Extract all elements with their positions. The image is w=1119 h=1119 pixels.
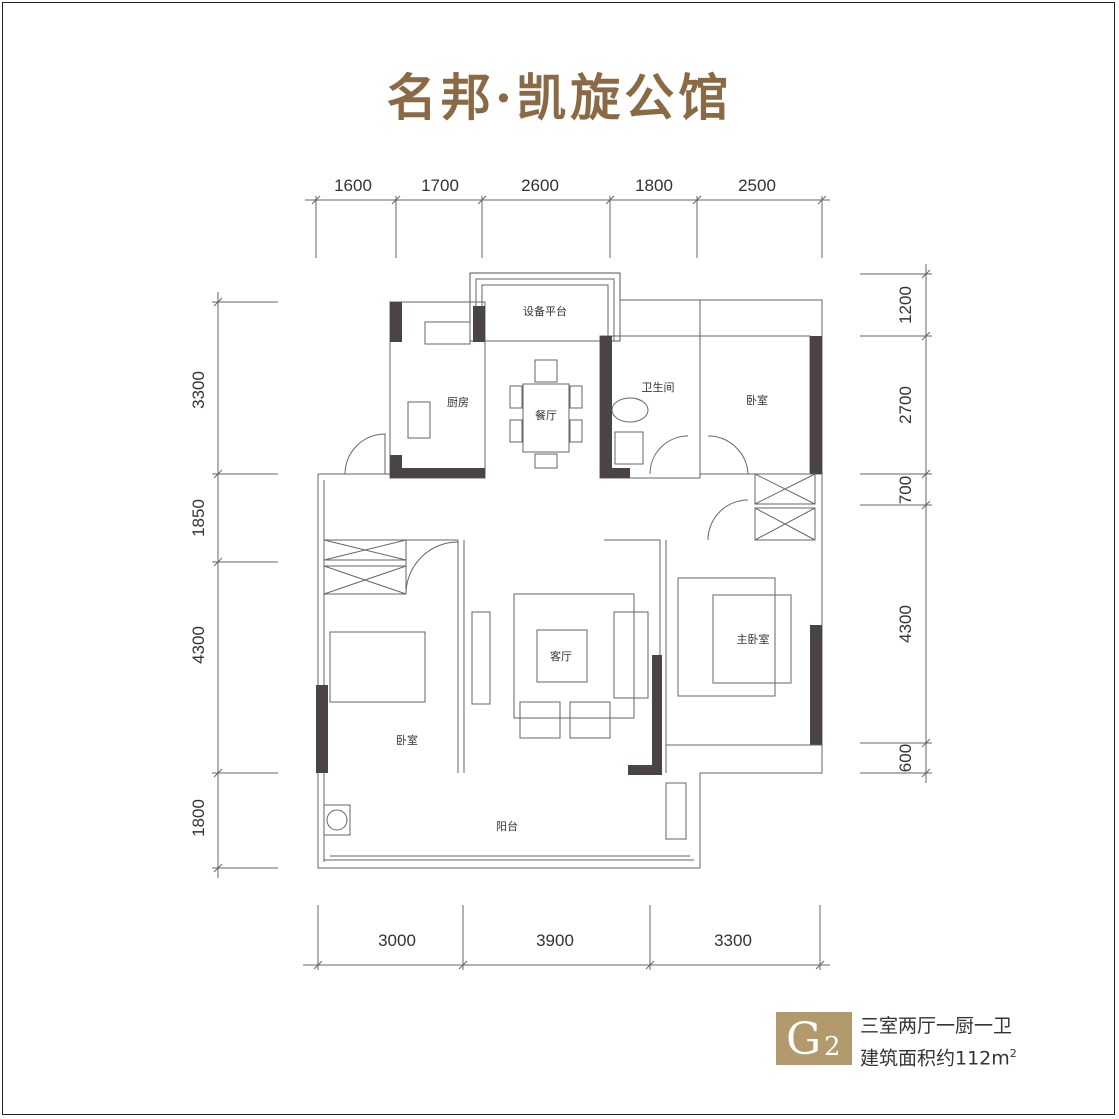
unit-type-badge: G 2: [776, 1012, 852, 1065]
unit-info: 三室两厅一厨一卫 建筑面积约112m2: [860, 1013, 1017, 1072]
dim-right-4: 4300: [896, 605, 915, 643]
dim-left-4: 1800: [189, 799, 208, 837]
room-labels: 设备平台 厨房 餐厅 卫生间 卧室 客厅 主卧室 卧室 阳台: [396, 304, 770, 833]
dim-tick: [311, 195, 321, 205]
room-label-master: 主卧室: [737, 632, 770, 646]
dim-tick: [817, 195, 827, 205]
dim-tick: [605, 195, 615, 205]
dim-tick: [213, 469, 223, 479]
room-label-platform: 设备平台: [523, 304, 567, 318]
dim-tick: [213, 768, 223, 778]
page-title: 名邦·凯旋公馆: [386, 68, 733, 127]
dim-top-2: 1700: [421, 176, 459, 195]
walls: [316, 272, 823, 869]
room-label-bedroom-ne: 卧室: [746, 393, 768, 407]
dim-tick: [692, 195, 702, 205]
unit-area: 建筑面积约112m2: [860, 1040, 1017, 1072]
dim-tick: [391, 195, 401, 205]
dim-tick: [815, 960, 825, 970]
dim-left-1: 3300: [189, 371, 208, 409]
dim-tick: [213, 557, 223, 567]
dim-right-3: 700: [896, 476, 915, 504]
dim-left-3: 4300: [189, 626, 208, 664]
dim-tick: [921, 269, 931, 279]
dim-bottom-1: 3000: [378, 931, 416, 950]
dim-tick: [213, 297, 223, 307]
room-label-kitchen: 厨房: [447, 396, 469, 409]
right-dimensions: 1200 2700 700 4300 600: [860, 264, 932, 783]
left-dimensions: 3300 1850 4300 1800: [189, 292, 278, 878]
dim-top-4: 1800: [635, 176, 673, 195]
dim-tick: [921, 469, 931, 479]
dim-tick: [921, 738, 931, 748]
dim-right-2: 2700: [896, 386, 915, 424]
top-dimensions: 1600 1700 2600 1800 2500: [305, 176, 830, 258]
dim-tick: [313, 960, 323, 970]
room-label-living: 客厅: [550, 649, 572, 663]
bottom-dimensions: 3000 3900 3300: [303, 905, 830, 970]
dim-right-5: 600: [896, 744, 915, 772]
dim-tick: [921, 500, 931, 510]
badge-letter: G: [786, 1014, 822, 1065]
dim-bottom-2: 3900: [536, 931, 574, 950]
room-label-balcony: 阳台: [496, 819, 518, 833]
room-label-bathroom: 卫生间: [642, 380, 675, 394]
dim-tick: [921, 768, 931, 778]
dim-top-1: 1600: [334, 176, 372, 195]
dim-tick: [645, 960, 655, 970]
room-label-bedroom-w: 卧室: [396, 733, 418, 747]
unit-area-text: 建筑面积约112m: [860, 1047, 1010, 1070]
dim-right-1: 1200: [896, 286, 915, 324]
dim-tick: [213, 863, 223, 873]
dim-left-2: 1850: [189, 499, 208, 537]
dim-top-5: 2500: [738, 176, 776, 195]
room-label-dining: 餐厅: [535, 408, 557, 422]
dim-top-3: 2600: [521, 176, 559, 195]
unit-layout: 三室两厅一厨一卫: [860, 1015, 1013, 1037]
dim-tick: [458, 960, 468, 970]
dim-tick: [477, 195, 487, 205]
badge-number: 2: [824, 1032, 841, 1062]
dim-tick: [921, 331, 931, 341]
dim-bottom-3: 3300: [714, 931, 752, 950]
unit-area-sup: 2: [1009, 1047, 1017, 1060]
